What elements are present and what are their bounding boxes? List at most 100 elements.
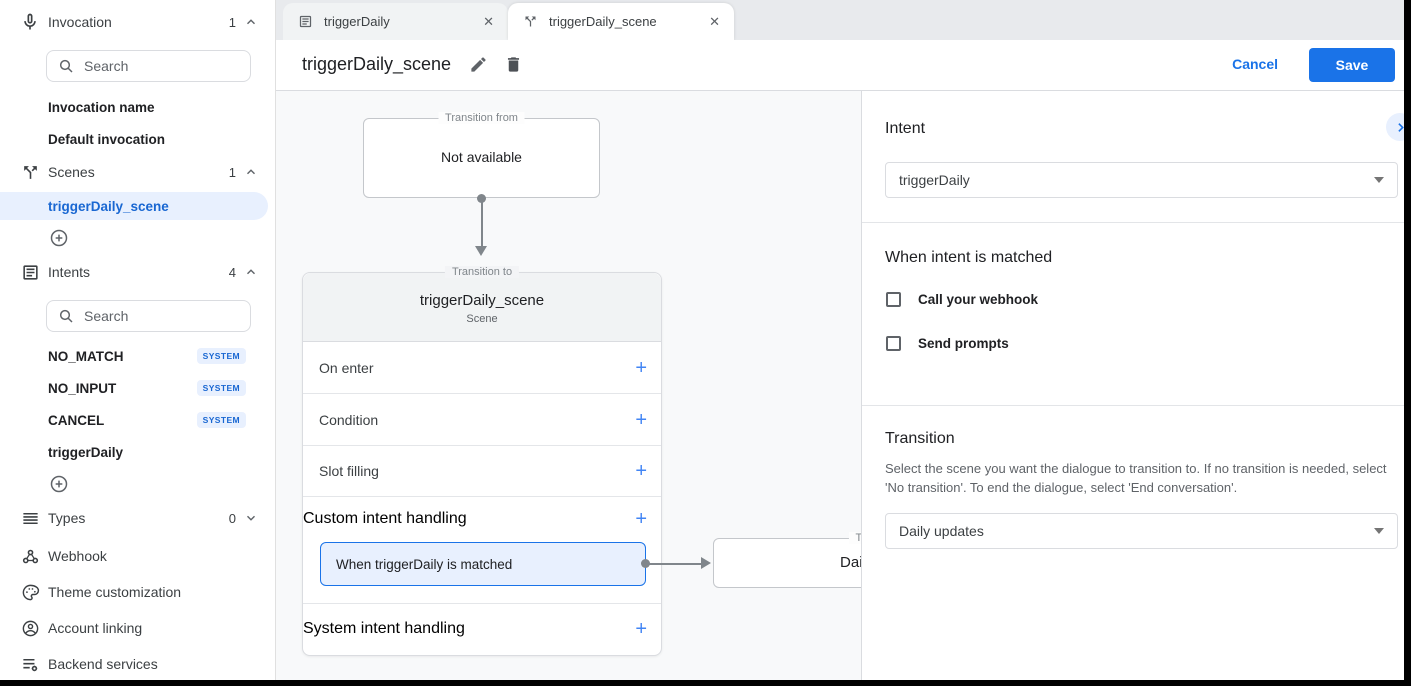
sidebar-item-no-input[interactable]: NO_INPUT	[48, 380, 117, 396]
transition-target-value: Daily updates	[840, 554, 861, 571]
search-icon	[58, 58, 74, 74]
cancel-button[interactable]: Cancel	[1232, 56, 1278, 72]
transition-to-legend: Transition to	[848, 532, 861, 544]
checkbox-unchecked[interactable]	[886, 336, 901, 351]
scene-row-custom-intent-handling: Custom intent handling + When triggerDai…	[303, 497, 661, 604]
sidebar-item-triggerdaily-scene[interactable]: triggerDaily_scene	[0, 192, 268, 220]
intents-list-icon	[19, 261, 41, 283]
close-tab-icon[interactable]: ✕	[709, 13, 720, 29]
account-circle-icon	[19, 617, 41, 639]
scene-row-on-enter[interactable]: On enter +	[303, 342, 661, 394]
search-input[interactable]	[84, 308, 234, 324]
send-prompts-checkbox-row[interactable]: Send prompts	[886, 336, 1009, 351]
microphone-icon	[19, 11, 41, 33]
section-count: 1	[228, 14, 236, 30]
sidebar-item-invocation-name[interactable]: Invocation name	[48, 99, 155, 115]
connector-line	[480, 202, 483, 246]
selected-intent-handler[interactable]: When triggerDaily is matched	[320, 542, 646, 586]
scene-row-condition[interactable]: Condition +	[303, 394, 661, 446]
connector-arrowhead	[701, 557, 711, 569]
selected-scene-label: triggerDaily_scene	[48, 198, 169, 214]
row-label: On enter	[319, 359, 374, 376]
add-scene-button[interactable]	[49, 228, 69, 248]
connector-line	[649, 562, 701, 565]
add-intent-button[interactable]	[49, 474, 69, 494]
section-label: Invocation	[48, 14, 112, 30]
chevron-up-icon[interactable]	[244, 165, 258, 179]
add-condition-button[interactable]: +	[635, 408, 647, 431]
intent-heading: Intent	[885, 120, 926, 137]
row-label: Condition	[319, 411, 379, 428]
search-input[interactable]	[84, 58, 234, 74]
add-on-enter-button[interactable]: +	[635, 356, 647, 379]
search-icon	[58, 308, 74, 324]
tab-strip: triggerDaily ✕ triggerDaily_scene ✕	[276, 0, 1404, 40]
chevron-down-icon[interactable]	[244, 511, 258, 525]
sidebar-item-webhook[interactable]: Webhook	[0, 544, 276, 568]
divider	[862, 222, 1405, 223]
webhook-icon	[19, 545, 41, 567]
sidebar-section-invocation[interactable]: Invocation 1	[0, 8, 276, 36]
sidebar-item-cancel-intent[interactable]: CANCEL	[48, 412, 105, 428]
screen-edge-bottom	[0, 680, 1411, 686]
scene-card-title: triggerDaily_scene	[419, 292, 545, 309]
link-label: Theme customization	[48, 584, 182, 600]
invocation-search[interactable]	[46, 50, 251, 82]
scene-card: Transition to triggerDaily_scene Scene O…	[302, 266, 662, 656]
transition-target-box[interactable]: Transition to Daily updates	[713, 532, 861, 588]
types-lines-icon	[19, 507, 41, 529]
divider	[862, 405, 1405, 406]
call-webhook-checkbox-row[interactable]: Call your webhook	[886, 292, 1038, 307]
section-label: Scenes	[48, 164, 95, 180]
sidebar-item-no-match[interactable]: NO_MATCH	[48, 348, 124, 364]
sidebar-item-default-invocation[interactable]: Default invocation	[48, 131, 166, 147]
link-label: Account linking	[48, 620, 143, 636]
delete-icon[interactable]	[504, 55, 524, 75]
add-custom-intent-button[interactable]: +	[635, 508, 647, 530]
section-count: 1	[228, 164, 236, 180]
when-matched-heading: When intent is matched	[885, 249, 1053, 266]
custom-intent-handling-row[interactable]: Custom intent handling +	[303, 497, 661, 541]
checkbox-label: Call your webhook	[918, 292, 1039, 307]
scene-tab-icon	[523, 14, 539, 30]
checkbox-unchecked[interactable]	[886, 292, 901, 307]
add-system-intent-button[interactable]: +	[635, 618, 647, 640]
intent-select[interactable]: triggerDaily	[885, 162, 1398, 198]
connector-arrowhead	[475, 246, 487, 256]
add-slot-filling-button[interactable]: +	[635, 460, 647, 482]
sidebar-section-scenes[interactable]: Scenes 1	[0, 158, 276, 186]
save-button[interactable]: Save	[1309, 48, 1395, 82]
sidebar-item-account-linking[interactable]: Account linking	[0, 616, 276, 640]
system-badge: SYSTEM	[196, 348, 246, 364]
sidebar-section-types[interactable]: Types 0	[0, 504, 276, 532]
palette-icon	[19, 581, 41, 603]
sidebar-section-intents[interactable]: Intents 4	[0, 258, 276, 286]
tab-triggerdaily[interactable]: triggerDaily ✕	[283, 3, 508, 40]
section-label: Intents	[48, 264, 91, 280]
checkbox-label: Send prompts	[918, 336, 1009, 351]
edit-icon[interactable]	[469, 55, 489, 75]
sidebar-item-triggerdaily-intent[interactable]: triggerDaily	[48, 444, 124, 460]
transition-from-box: Transition from Not available	[363, 112, 600, 198]
tab-triggerdaily-scene[interactable]: triggerDaily_scene ✕	[508, 3, 734, 40]
scene-row-system-intent-handling[interactable]: System intent handling +	[303, 604, 661, 654]
scene-split-icon	[19, 161, 41, 183]
sidebar-item-theme-customization[interactable]: Theme customization	[0, 580, 276, 604]
intent-detail-panel: Intent triggerDaily When intent is match…	[861, 91, 1405, 680]
scene-row-slot-filling[interactable]: Slot filling +	[303, 446, 661, 497]
backend-services-icon	[19, 653, 41, 675]
section-count: 4	[228, 264, 236, 280]
section-count: 0	[228, 510, 236, 526]
transition-select-value: Daily updates	[899, 523, 984, 539]
intent-select-value: triggerDaily	[899, 172, 970, 188]
chevron-up-icon[interactable]	[244, 265, 258, 279]
close-tab-icon[interactable]: ✕	[483, 13, 494, 29]
sidebar-item-backend-services[interactable]: Backend services	[0, 652, 276, 676]
transition-select[interactable]: Daily updates	[885, 513, 1398, 549]
scene-card-header: triggerDaily_scene Scene	[303, 273, 661, 342]
intents-search[interactable]	[46, 300, 251, 332]
dropdown-caret-icon	[1374, 528, 1384, 534]
transition-description: Select the scene you want the dialogue t…	[885, 461, 1387, 495]
chevron-up-icon[interactable]	[244, 15, 258, 29]
